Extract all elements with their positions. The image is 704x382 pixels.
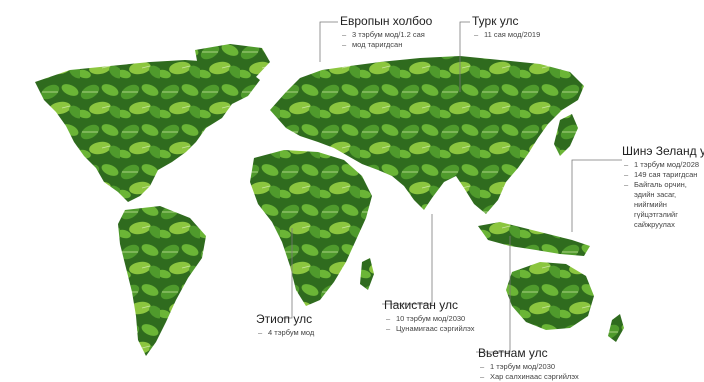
japan-shape [554, 114, 578, 156]
label-pakistan: Пакистан улс 10 тэрбум мод/2030 Цунамига… [384, 298, 475, 334]
country-title: Вьетнам улс [478, 346, 548, 360]
country-item: 1 тэрбум мод/2030 [478, 362, 579, 372]
africa-shape [250, 150, 372, 306]
leader-vietnam [476, 236, 511, 353]
leader-turkey [459, 21, 470, 92]
new-zealand-shape [608, 314, 624, 342]
madagascar-shape [360, 258, 374, 290]
label-vietnam: Вьетнам улс 1 тэрбум мод/2030 Хар салхин… [478, 346, 579, 382]
country-title: Турк улс [472, 14, 519, 28]
country-item: 10 тэрбум мод/2030 [384, 314, 475, 324]
country-item: 1 тэрбум мод/2028 [622, 160, 704, 170]
eurasia-shape [270, 56, 584, 214]
australia-shape [506, 262, 594, 330]
country-item: Цунамигаас сэргийлэх [384, 324, 475, 334]
country-title: Шинэ Зеланд улс [622, 144, 704, 158]
south-america-shape [118, 206, 206, 356]
leader-eu [319, 21, 338, 62]
north-america-shape [35, 60, 260, 202]
country-item: 4 тэрбум мод [256, 328, 314, 338]
country-title: Пакистан улс [384, 298, 458, 312]
label-european-union: Европын холбоо 3 тэрбум мод/1.2 сая мод … [340, 14, 432, 50]
leader-pakistan [382, 214, 433, 305]
label-new-zealand: Шинэ Зеланд улс 1 тэрбум мод/2028 149 са… [622, 144, 704, 230]
country-item: мод таригдсан [340, 40, 432, 50]
country-item: Хар салхинаас сэргийлэх [478, 372, 579, 382]
country-title: Этиоп улс [256, 312, 313, 326]
indonesia-shape [478, 222, 590, 256]
label-turkey: Турк улс 11 сая мод/2019 [472, 14, 540, 40]
country-item: 3 тэрбум мод/1.2 сая [340, 30, 432, 40]
country-item: Байгаль орчин, эдийн засаг, нийгмийн гүй… [622, 180, 704, 230]
leader-ethiopia [282, 228, 293, 319]
country-item: 11 сая мод/2019 [472, 30, 540, 40]
country-item: 149 сая таригдсан [622, 170, 704, 180]
greenland-shape [195, 44, 270, 86]
label-ethiopia: Этиоп улс 4 тэрбум мод [256, 312, 314, 338]
country-title: Европын холбоо [340, 14, 433, 28]
leader-nz [571, 159, 622, 232]
